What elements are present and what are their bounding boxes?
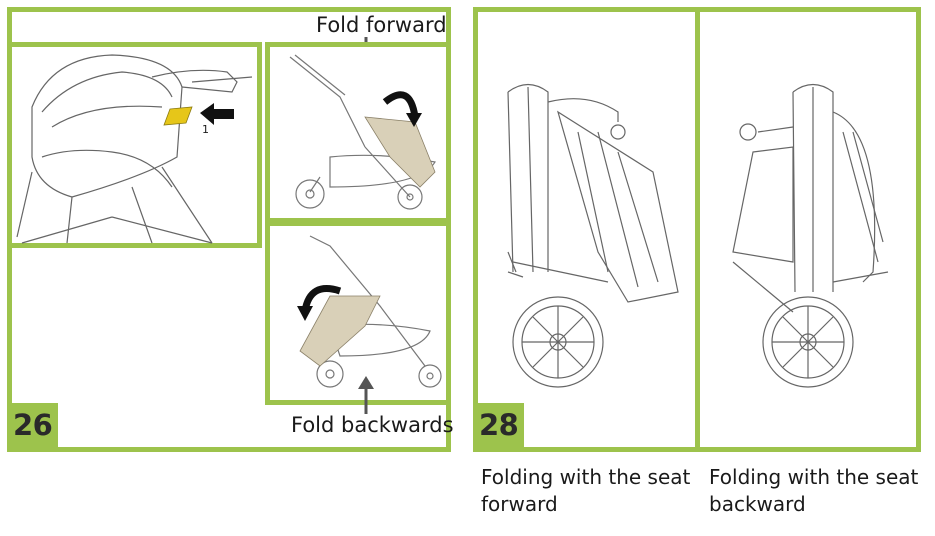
curved-arrow-icon — [382, 91, 419, 118]
handle-detail-panel: 1 — [7, 42, 262, 248]
stroller-fold-forward-illustration — [289, 54, 436, 210]
push-arrow-icon — [200, 103, 234, 125]
fold-forward-panel — [265, 42, 451, 223]
caption-seat-forward: Folding with the seat forward — [481, 465, 691, 516]
callout-number: 1 — [202, 123, 209, 136]
step-number-26: 26 — [7, 403, 59, 447]
fold-backwards-label: Fold backwards — [291, 413, 454, 437]
step-number-28: 28 — [473, 403, 525, 447]
release-button-highlight — [163, 106, 193, 126]
step-28-frame — [473, 7, 921, 452]
fold-backwards-panel — [265, 221, 451, 405]
stroller-handle-illustration — [16, 54, 253, 244]
folded-stroller-seat-forward-illustration — [507, 83, 679, 388]
fold-forward-label: Fold forward — [316, 13, 447, 37]
caption-seat-backward: Folding with the seat backward — [709, 465, 919, 516]
folded-stroller-seat-backward-illustration — [732, 83, 889, 388]
panel-divider — [695, 12, 700, 447]
stroller-fold-backwards-illustration — [297, 235, 442, 388]
up-arrow-icon — [358, 376, 374, 414]
